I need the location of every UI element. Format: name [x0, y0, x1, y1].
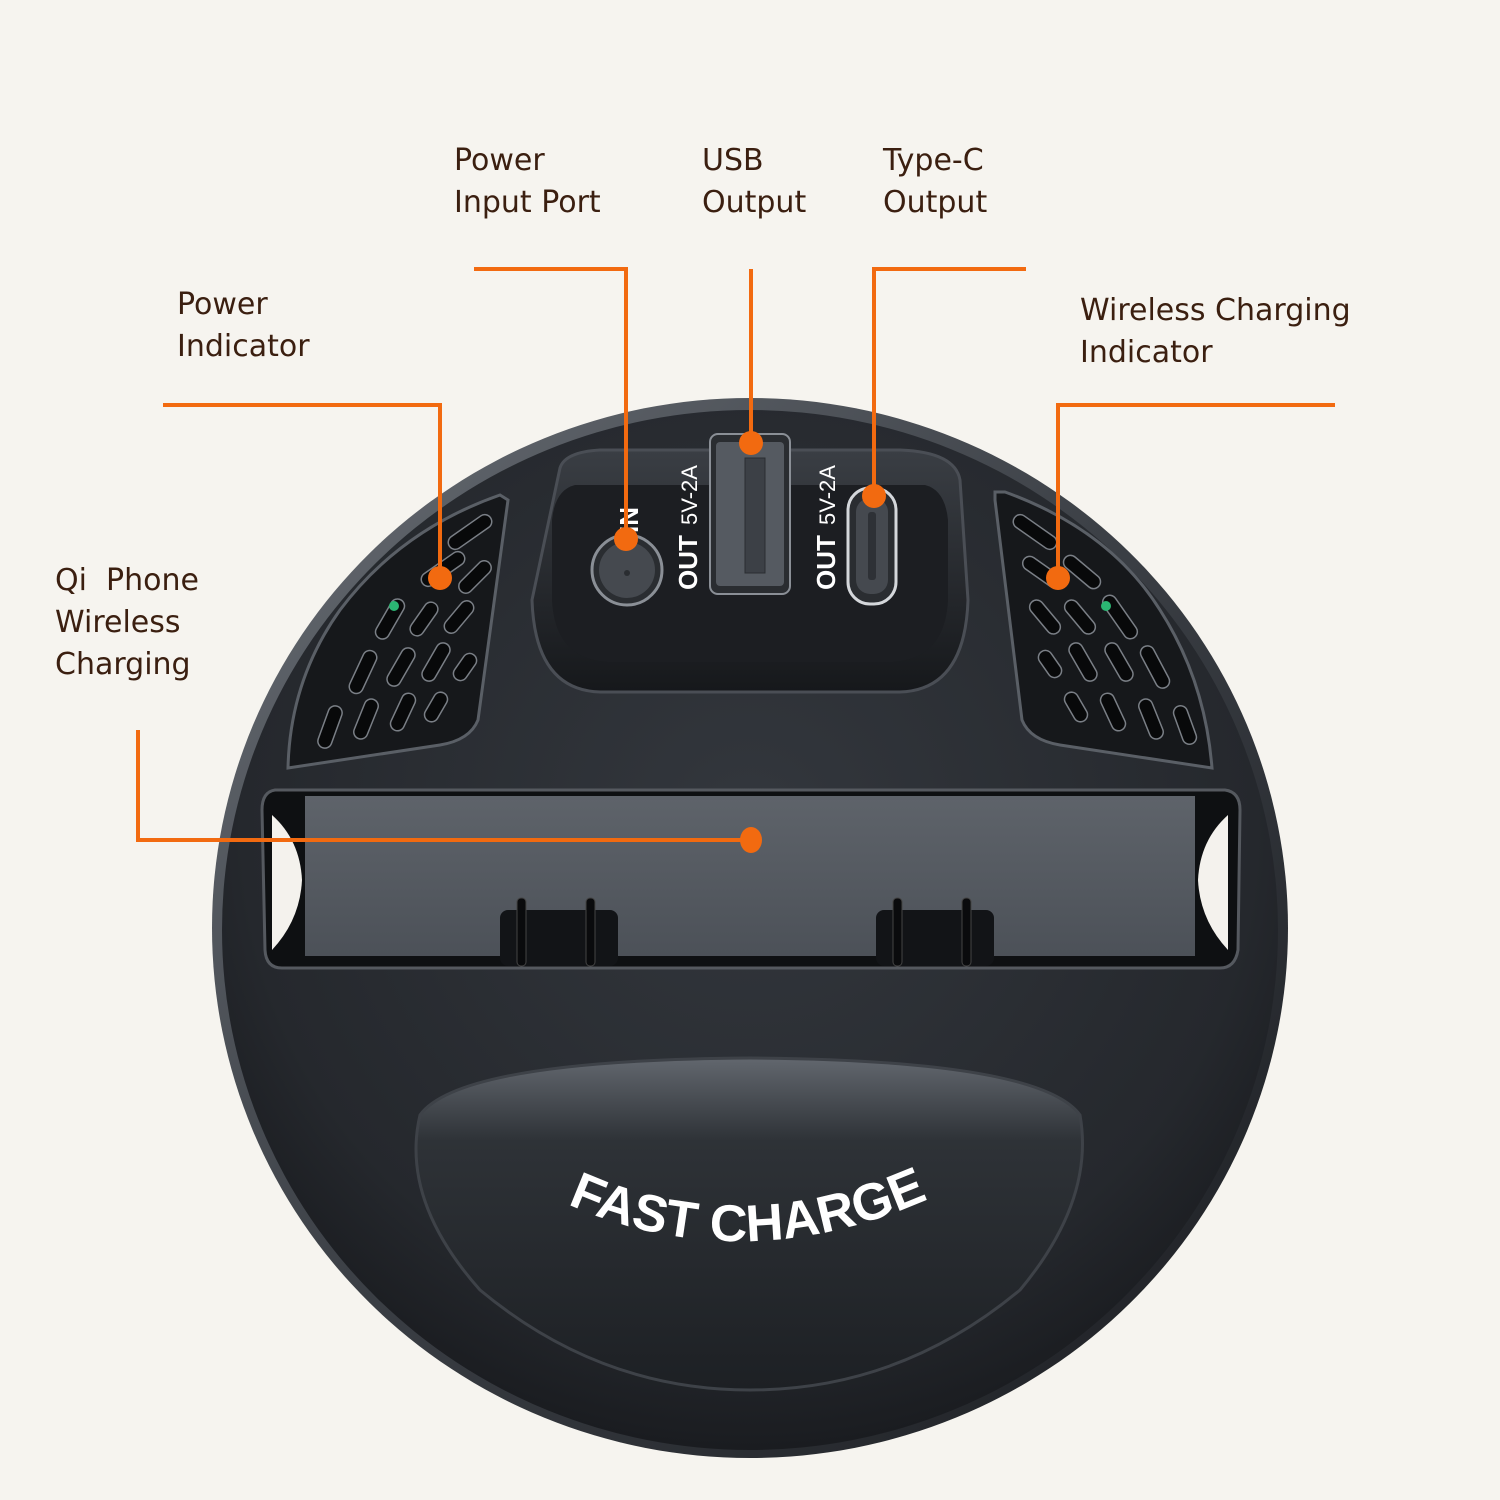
label-type-c-output: Type-C Output [883, 140, 987, 224]
label-line: Qi Phone [55, 563, 199, 598]
type-c-output-port [846, 486, 898, 606]
callout-dot-typec [862, 484, 886, 508]
label-power-input-port: Power Input Port [454, 140, 601, 224]
typec-port-label-bold: OUT [811, 535, 841, 590]
usb-output-port [709, 433, 791, 595]
label-line: Output [883, 185, 988, 220]
typec-port-label-spec: 5V-2A [815, 465, 840, 525]
label-line: Output [702, 185, 807, 220]
callout-dot-wireless-indicator [1046, 566, 1070, 590]
power-input-port [590, 533, 664, 607]
label-wireless-charging-indicator: Wireless Charging Indicator [1080, 290, 1351, 374]
callout-line-power-input [474, 267, 628, 540]
label-line: Charging [55, 647, 191, 682]
callout-dot-qi-charging [740, 827, 762, 853]
svg-text:OUT 5V-2A: OUT 5V-2A [673, 465, 703, 590]
port-panel: IN OUT 5V-2A OUT 5V-2A [530, 433, 970, 694]
fast-charge-dome: FAST CHARGE [414, 1056, 1084, 1392]
callout-dot-usb [739, 431, 763, 455]
label-line: Input Port [454, 185, 601, 220]
svg-text:OUT 5V-2A: OUT 5V-2A [811, 465, 841, 590]
callout-dot-power-indicator [428, 566, 452, 590]
label-line: Wireless [55, 605, 181, 640]
phone-clip-left [500, 897, 618, 967]
phone-clip-right [876, 897, 994, 967]
label-qi-phone-wireless-charging: Qi Phone Wireless Charging [55, 560, 199, 686]
wireless-charging-indicator-led [1101, 601, 1111, 611]
label-line: Power [454, 143, 545, 178]
label-line: Wireless Charging [1080, 293, 1351, 328]
wireless-charging-pad [260, 788, 1242, 970]
label-power-indicator: Power Indicator [177, 284, 310, 368]
callout-dots [428, 431, 1070, 853]
usb-port-label-spec: 5V-2A [677, 465, 702, 525]
callout-line-typec [872, 267, 1026, 496]
callout-line-qi-charging [136, 730, 750, 842]
usb-port-label-bold: OUT [673, 535, 703, 590]
right-vent-grille [993, 490, 1214, 770]
callout-dot-power-input [614, 527, 638, 551]
label-usb-output: USB Output [702, 140, 806, 224]
callout-line-power-indicator [163, 403, 442, 578]
label-line: Indicator [1080, 335, 1213, 370]
label-line: Indicator [177, 329, 310, 364]
label-line: Power [177, 287, 268, 322]
callout-lines [136, 267, 1335, 842]
power-indicator-led [389, 601, 399, 611]
callout-line-wireless-indicator [1056, 403, 1335, 578]
label-line: Type-C [883, 143, 984, 178]
label-line: USB [702, 143, 764, 178]
